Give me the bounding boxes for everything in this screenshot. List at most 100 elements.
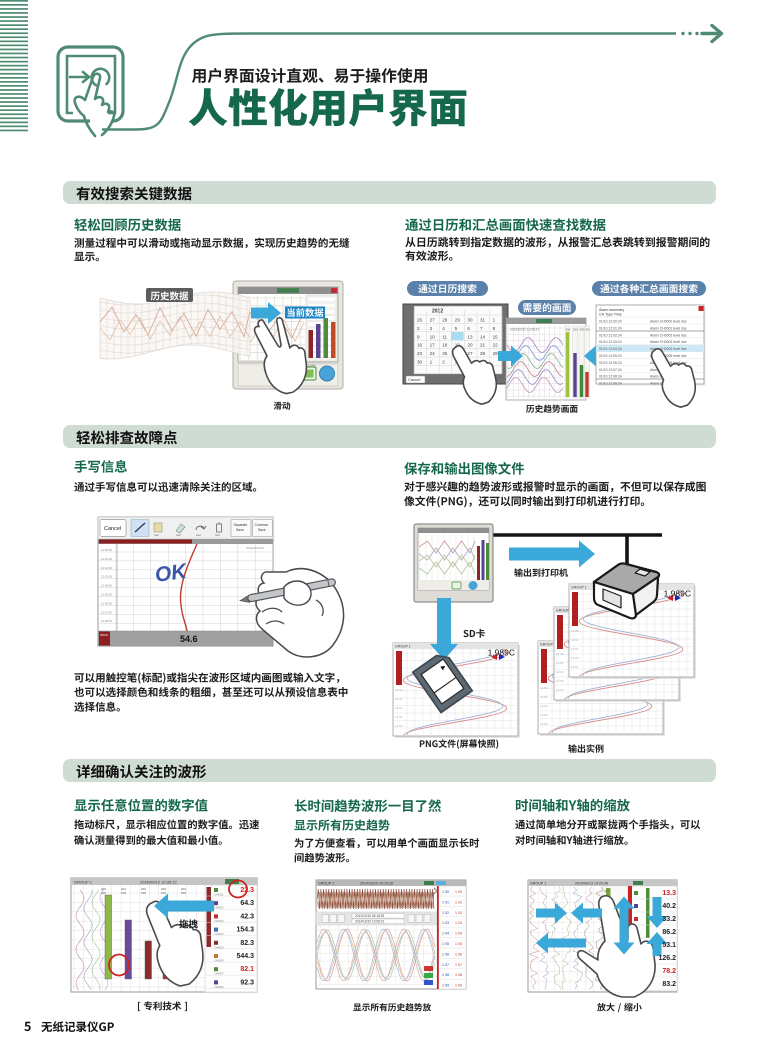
svg-text:01/10 12:06:24: 01/10 12:06:24: [599, 361, 622, 365]
svg-text:86.2: 86.2: [662, 929, 676, 936]
svg-text:GROUP 1: GROUP 1: [395, 645, 411, 649]
svg-text:12:06:00: 12:06:00: [101, 601, 112, 605]
svg-text:30: 30: [467, 318, 473, 323]
svg-text:12:02:00: 12:02:00: [101, 566, 112, 570]
svg-text:12:04: 12:04: [571, 665, 579, 669]
svg-text:1 05: 1 05: [442, 942, 449, 946]
svg-text:1 09: 1 09: [442, 984, 449, 988]
svg-text:1 09: 1 09: [455, 984, 462, 988]
svg-text:1 07: 1 07: [455, 963, 462, 967]
svg-text:204: 204: [181, 887, 186, 891]
svg-text:12:00: 12:00: [556, 652, 564, 656]
svg-text:2016/09/12 10:35:12: 2016/09/12 10:35:12: [140, 880, 177, 885]
svg-text:6: 6: [467, 326, 470, 331]
svg-text:3: 3: [430, 326, 433, 331]
svg-text:42.3: 42.3: [240, 913, 254, 920]
svg-text:tool: tool: [154, 533, 159, 537]
svg-text:CH0008: CH0008: [214, 985, 224, 989]
svg-text:Separate: Separate: [234, 523, 248, 527]
svg-text:01/10 12:03:24: 01/10 12:03:24: [599, 340, 622, 344]
svg-text:12:03: 12:03: [556, 679, 564, 683]
svg-text:CH0007: CH0007: [214, 972, 224, 976]
svg-text:1 02: 1 02: [442, 911, 449, 915]
svg-text:2014/10/15 06:18:53: 2014/10/15 06:18:53: [355, 914, 384, 918]
svg-text:28: 28: [480, 351, 486, 356]
svg-text:GROUP 1: GROUP 1: [318, 882, 334, 886]
svg-text:53.1: 53.1: [662, 942, 676, 949]
svg-text:12:02: 12:02: [571, 647, 579, 651]
svg-text:12:01: 12:01: [571, 638, 579, 642]
svg-text:1 02: 1 02: [455, 911, 462, 915]
svg-text:tool: tool: [196, 533, 201, 537]
svg-text:154.3: 154.3: [236, 927, 254, 934]
svg-text:GROUP 1: GROUP 1: [540, 643, 556, 647]
svg-text:27: 27: [467, 351, 473, 356]
svg-text:1 08: 1 08: [455, 973, 462, 977]
svg-text:200: 200: [101, 887, 106, 891]
svg-text:12:00: 12:00: [395, 688, 403, 692]
svg-text:12:00:00: 12:00:00: [101, 548, 112, 552]
svg-text:2012/07/21 12:08:17: 2012/07/21 12:08:17: [510, 328, 539, 332]
svg-text:203: 203: [161, 887, 166, 891]
svg-text:544.3: 544.3: [236, 953, 254, 960]
svg-text:12:04: 12:04: [556, 688, 564, 692]
svg-text:13: 13: [467, 334, 473, 339]
svg-text:24: 24: [430, 351, 436, 356]
svg-text:1 03: 1 03: [455, 921, 462, 925]
svg-text:78.2: 78.2: [662, 968, 676, 975]
svg-text:12:00: 12:00: [571, 629, 579, 633]
svg-text:COMM: COMM: [306, 364, 316, 368]
svg-text:12:08:00: 12:08:00: [101, 619, 112, 623]
svg-text:4: 4: [442, 326, 445, 331]
svg-text:12:04: 12:04: [540, 722, 548, 726]
svg-text:1: 1: [493, 318, 496, 323]
svg-text:1 07: 1 07: [442, 963, 449, 967]
svg-text:1 00: 1 00: [442, 890, 449, 894]
svg-text:200: 200: [580, 328, 585, 332]
svg-text:01/10 12:00:24: 01/10 12:00:24: [599, 320, 622, 324]
svg-text:64.3: 64.3: [240, 900, 254, 907]
svg-text:126.2: 126.2: [658, 955, 676, 962]
svg-text:100: 100: [101, 891, 106, 895]
svg-text:CH Type Time: CH Type Time: [599, 313, 622, 317]
svg-text:20: 20: [467, 343, 473, 348]
svg-text:30: 30: [417, 360, 423, 365]
svg-text:12:02: 12:02: [395, 706, 403, 710]
svg-text:1: 1: [430, 360, 433, 365]
svg-text:14: 14: [480, 334, 486, 339]
svg-text:2014/10/15 13:58:41: 2014/10/15 13:58:41: [355, 920, 384, 924]
svg-text:Cancel: Cancel: [104, 526, 121, 532]
svg-text:1.989C: 1.989C: [664, 589, 691, 599]
svg-text:01/10 12:01:24: 01/10 12:01:24: [599, 326, 622, 330]
svg-text:11: 11: [442, 334, 447, 339]
svg-text:Alarm CH0003 level rise: Alarm CH0003 level rise: [650, 340, 687, 344]
svg-text:82.1: 82.1: [240, 966, 254, 973]
svg-text:2014/10/15 10:15:28: 2014/10/15 10:15:28: [360, 882, 393, 886]
svg-text:12:03:00: 12:03:00: [101, 575, 112, 579]
svg-text:01/10 12:07:24: 01/10 12:07:24: [599, 368, 622, 372]
svg-text:10: 10: [430, 334, 436, 339]
svg-text:12:07:00: 12:07:00: [101, 610, 112, 614]
svg-text:1 03: 1 03: [442, 921, 449, 925]
svg-text:1.989C: 1.989C: [488, 648, 515, 658]
svg-text:12:00: 12:00: [540, 686, 548, 690]
svg-text:54.6: 54.6: [180, 634, 198, 644]
svg-text:16: 16: [417, 343, 423, 348]
svg-text:12:04: 12:04: [395, 724, 403, 728]
svg-text:01/10 12:04:24: 01/10 12:04:24: [599, 347, 622, 351]
svg-text:1 06: 1 06: [455, 952, 462, 956]
svg-text:CH0004: CH0004: [214, 932, 224, 936]
svg-text:12:03: 12:03: [395, 715, 403, 719]
svg-text:92.3: 92.3: [240, 979, 254, 986]
svg-text:18: 18: [442, 343, 448, 348]
svg-text:CH0003: CH0003: [214, 919, 224, 923]
svg-text:202: 202: [141, 887, 146, 891]
svg-text:Alarm CH0001 level rise: Alarm CH0001 level rise: [650, 326, 687, 330]
svg-text:83.2: 83.2: [662, 981, 676, 988]
svg-text:201: 201: [121, 887, 126, 891]
svg-text:23: 23: [417, 351, 423, 356]
svg-text:Alarm summary: Alarm summary: [599, 308, 624, 312]
svg-text:2: 2: [417, 326, 420, 331]
svg-text:17: 17: [430, 343, 436, 348]
svg-text:12:04:00: 12:04:00: [101, 584, 112, 588]
